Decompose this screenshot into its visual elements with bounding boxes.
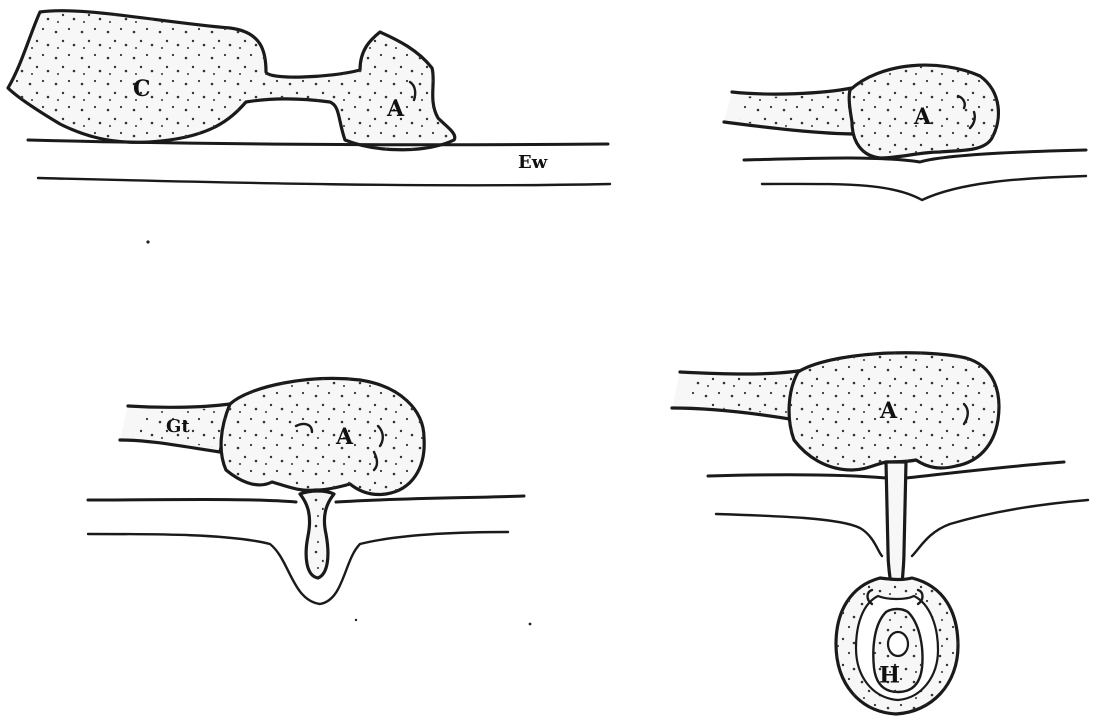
appressorium-label: A bbox=[879, 398, 898, 424]
germ-tube-label: Gt bbox=[166, 416, 190, 437]
epidermal-wall-inner bbox=[88, 532, 508, 604]
speck bbox=[355, 619, 357, 621]
panel-4-haustorium-formation: A H bbox=[672, 353, 1088, 714]
panel-2-appressorium-attached: A bbox=[724, 65, 1086, 200]
epidermal-wall-inner bbox=[38, 178, 610, 185]
appressorium-label: A bbox=[386, 96, 405, 122]
penetration-hypha bbox=[886, 462, 906, 590]
speck bbox=[529, 623, 532, 626]
appressorium-stipple bbox=[221, 378, 424, 494]
panel-3-penetration-peg: Gt A bbox=[88, 378, 524, 604]
epidermal-wall-outer bbox=[28, 140, 608, 145]
epidermal-wall-label: Ew bbox=[518, 152, 548, 173]
epidermal-wall-inner bbox=[762, 176, 1086, 200]
speck bbox=[146, 240, 149, 243]
appressorium-label: A bbox=[913, 104, 932, 130]
appressorium-label: A bbox=[335, 424, 354, 450]
haustorium-nucleus bbox=[888, 632, 908, 656]
cyst-stipple bbox=[8, 11, 455, 150]
cyst-label: C bbox=[133, 76, 151, 102]
haustorium-label: H bbox=[879, 660, 900, 686]
panel-1-cyst-germination: C A Ew bbox=[8, 11, 610, 186]
